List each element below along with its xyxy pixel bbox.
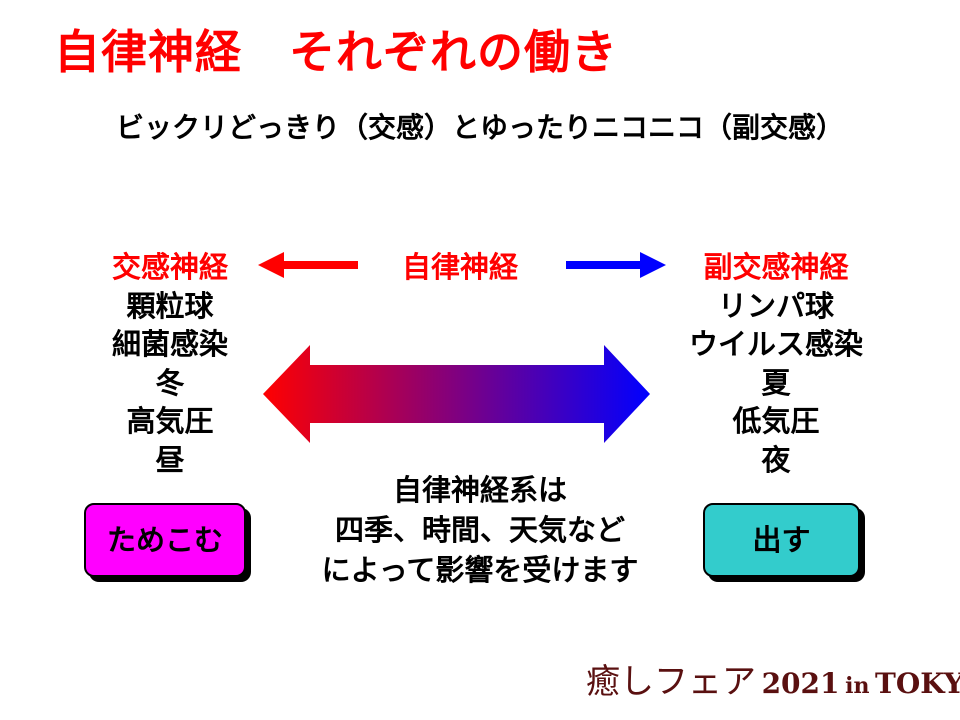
sympathetic-heading: 交感神経 [111,250,228,284]
footer-city: TOKYO [875,667,960,700]
list-item: 低気圧 [732,404,820,438]
list-item: 冬 [155,365,185,400]
event-footer: 癒しフェア 2021 in TOKYO [586,660,960,704]
list-item: 顆粒球 [126,288,214,323]
note-line: 四季、時間、天気など [334,513,625,547]
arrow-left-icon [258,252,358,278]
list-item: リンパ球 [717,288,834,323]
sympathetic-column: 交感神経 顆粒球 細菌感染 冬 高気圧 昼 [60,248,280,479]
list-item: 細菌感染 [111,327,228,361]
double-arrow-icon [263,345,650,443]
arrow-right-icon [566,252,666,278]
slide-title: 自律神経 それぞれの働き [54,25,618,79]
footer-in: in [845,673,870,699]
list-item: 昼 [155,442,185,477]
release-button[interactable]: 出す [703,503,860,577]
autonomic-label: 自律神経 [401,250,518,284]
note-line: 自律神経系は [392,473,567,507]
list-item: ウイルス感染 [688,327,863,361]
center-note: 自律神経系は 四季、時間、天気など によって影響を受けます [280,470,680,590]
note-line: によって影響を受けます [321,553,639,587]
footer-event-name: 癒しフェア [586,662,756,702]
slide-subtitle: ビックリどっきり（交感）とゆったりニコニコ（副交感） [115,111,844,144]
store-button[interactable]: ためこむ [84,503,246,577]
list-item: 夜 [761,442,791,477]
parasympathetic-heading: 副交感神経 [703,250,849,284]
list-item: 高気圧 [126,404,214,438]
list-item: 夏 [761,365,791,400]
footer-year: 2021 [761,667,840,700]
parasympathetic-column: 副交感神経 リンパ球 ウイルス感染 夏 低気圧 夜 [666,248,886,479]
